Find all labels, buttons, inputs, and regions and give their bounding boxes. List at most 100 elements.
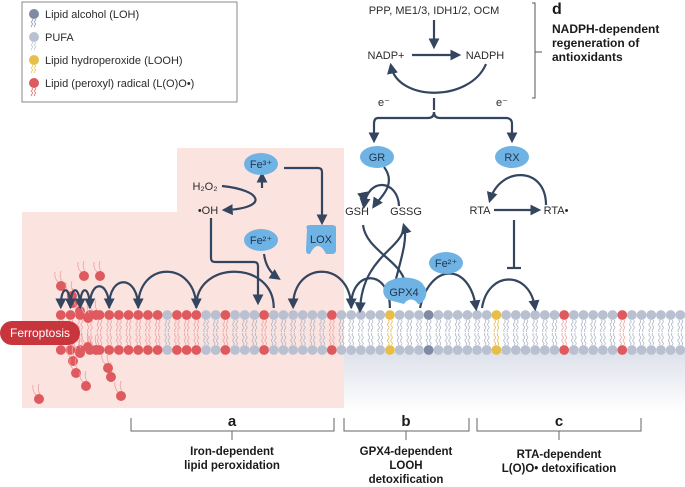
- free-lipid-radical: [32, 383, 44, 404]
- lipid-head-bottom: [656, 345, 666, 355]
- electron-right-label: e⁻: [496, 97, 508, 109]
- electron-left-label: e⁻: [378, 97, 390, 109]
- membrane-lipid: [501, 310, 511, 355]
- membrane-lipid: [191, 310, 202, 355]
- fe3-to-lox-arrow: [284, 166, 328, 226]
- lipid-head-top: [55, 310, 66, 320]
- lipid-head-top: [268, 310, 279, 320]
- lipid-head-bottom: [297, 345, 308, 355]
- membrane-lipid: [597, 310, 608, 355]
- panel-d-bracket: [532, 2, 542, 99]
- lipid-head-top: [259, 310, 269, 320]
- free-lipid-radical: [81, 331, 93, 352]
- lipid-head-bottom: [365, 345, 376, 355]
- membrane-lipid: [307, 310, 318, 355]
- free-lipid-radical: [54, 270, 66, 291]
- lipid-head-top: [675, 310, 685, 320]
- membrane-lipid: [210, 310, 221, 355]
- fe3-label: Fe³⁺: [250, 159, 273, 171]
- lipid-head-bottom: [239, 345, 250, 355]
- membrane-lipid: [539, 310, 550, 355]
- membrane-lipid: [230, 310, 240, 355]
- membrane-lipid: [288, 310, 299, 355]
- lipid-head-bottom: [133, 345, 144, 355]
- membrane-lipid: [278, 310, 289, 355]
- gr-label: GR: [369, 152, 386, 164]
- free-lipid-radical: [89, 334, 101, 355]
- lipid-head-bottom: [123, 345, 134, 355]
- lipid-head-top: [317, 310, 328, 320]
- lipid-head-top: [143, 310, 153, 320]
- panel-d-title-line3: antioxidants: [552, 50, 623, 64]
- lipid-head-bottom: [220, 345, 231, 355]
- electron-to-gr-arrow: [368, 111, 436, 144]
- membrane-lipid: [617, 310, 628, 355]
- nadph-label: NADPH: [466, 50, 505, 62]
- lipid-head-bottom: [317, 345, 328, 355]
- lipid-head-bottom: [307, 345, 318, 355]
- membrane-lipid: [665, 310, 676, 355]
- membrane-lipid: [549, 310, 560, 355]
- lipid-head-bottom: [259, 345, 269, 355]
- membrane-lipid: [346, 310, 357, 355]
- membrane-lipid: [481, 310, 492, 355]
- lipid-head-bottom: [249, 345, 260, 355]
- lipid-head-bottom: [181, 345, 192, 355]
- membrane-lipid: [365, 310, 376, 355]
- lipid-peroxidation-chain-arcs: [55, 270, 392, 310]
- lipid-head-top: [452, 310, 463, 320]
- membrane-lipid: [326, 310, 337, 355]
- lipid-head-top: [423, 310, 434, 320]
- lipid-head-bottom: [510, 345, 521, 355]
- rx-enzyme: RX: [495, 146, 529, 168]
- lipid-head-top: [510, 310, 521, 320]
- fe2-enzyme-a: Fe²⁺: [244, 229, 278, 251]
- panel-a-letter: a: [228, 413, 237, 430]
- panel-c-title-line1: RTA-dependent: [517, 449, 602, 461]
- lipid-head-top: [549, 310, 560, 320]
- lipid-head-bottom: [530, 345, 541, 355]
- gr-to-gsh-arrow: [372, 166, 390, 209]
- lipid-head-bottom: [539, 345, 550, 355]
- lipid-head-top: [375, 310, 386, 320]
- membrane-lipid: [220, 310, 231, 355]
- membrane-lipid: [268, 310, 279, 355]
- legend-item: Lipid alcohol (LOH): [29, 9, 139, 28]
- legend-lipid-icon: [29, 55, 39, 65]
- membrane-lipid: [152, 310, 163, 355]
- lipid-head-bottom: [481, 345, 492, 355]
- lipid-head-bottom: [472, 345, 482, 355]
- lipid-head-top: [539, 310, 550, 320]
- membrane-lipid: [627, 310, 637, 355]
- lipid-head-bottom: [355, 345, 366, 355]
- lipid-head-bottom: [568, 345, 579, 355]
- lipid-head-top: [133, 310, 144, 320]
- peroxidation-chain-arrow: [190, 270, 275, 310]
- fe3-enzyme: Fe³⁺: [244, 153, 278, 175]
- lipid-head-top: [307, 310, 318, 320]
- looh-to-radical-arrow: [418, 272, 481, 312]
- lipid-head-bottom: [268, 345, 279, 355]
- hydroxyl-radical-label: •OH: [198, 205, 218, 217]
- rta-label: RTA: [470, 205, 492, 217]
- lipid-head-bottom: [55, 345, 66, 355]
- lipid-head-bottom: [636, 345, 647, 355]
- panel-a-title-line2: lipid peroxidation: [184, 460, 280, 472]
- nadph-sources-label: PPP, ME1/3, IDH1/2, OCM: [369, 5, 500, 17]
- lipid-head-top: [481, 310, 492, 320]
- lipid-head-bottom: [394, 345, 405, 355]
- lipid-head-bottom: [423, 345, 434, 355]
- lipid-head-bottom: [607, 345, 618, 355]
- peroxidation-chain-arrow: [132, 270, 198, 310]
- lipid-head-top: [597, 310, 608, 320]
- lipid-head-top: [181, 310, 192, 320]
- lipid-head-bottom: [113, 345, 124, 355]
- legend-label: Lipid alcohol (LOH): [45, 9, 139, 21]
- legend-item: PUFA: [29, 32, 74, 51]
- membrane-lipid: [104, 310, 115, 355]
- lipid-head-top: [559, 310, 570, 320]
- lipid-head-top: [501, 310, 511, 320]
- gssg-label: GSSG: [390, 206, 422, 218]
